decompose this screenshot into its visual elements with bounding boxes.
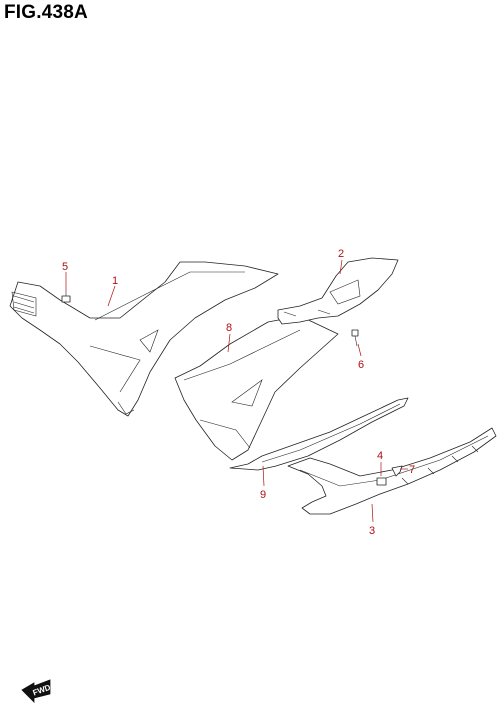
leader-1 (107, 285, 116, 307)
leader-3 (371, 503, 374, 523)
forward-arrow-icon (21, 679, 51, 703)
part-1-under-cowling-left[interactable] (9, 261, 279, 417)
forward-direction-badge: FWD (21, 679, 52, 703)
leader-lines (65, 259, 408, 523)
part-4-nut[interactable] (376, 477, 387, 486)
part-2-bracket[interactable] (277, 257, 399, 325)
callout-5: 5 (62, 261, 68, 273)
part-5-fastener[interactable] (61, 290, 71, 303)
part-9-lower-strip[interactable] (229, 397, 409, 471)
callout-3: 3 (369, 525, 375, 537)
callout-2: 2 (338, 248, 344, 260)
leader-6 (357, 343, 362, 357)
part-8-inner-panel[interactable] (174, 315, 339, 461)
part-7-clip[interactable] (391, 465, 403, 477)
callout-1: 1 (112, 275, 118, 287)
part-6-screw[interactable] (351, 329, 359, 347)
leader-8 (227, 333, 231, 353)
callout-6: 6 (358, 359, 364, 371)
callout-9: 9 (260, 489, 266, 501)
leader-2 (339, 259, 343, 275)
callout-4: 4 (377, 450, 383, 462)
figure-title: FIG.438A (4, 2, 88, 23)
callout-8: 8 (226, 322, 232, 334)
leader-9 (262, 465, 265, 487)
callout-7: 7 (409, 464, 415, 476)
